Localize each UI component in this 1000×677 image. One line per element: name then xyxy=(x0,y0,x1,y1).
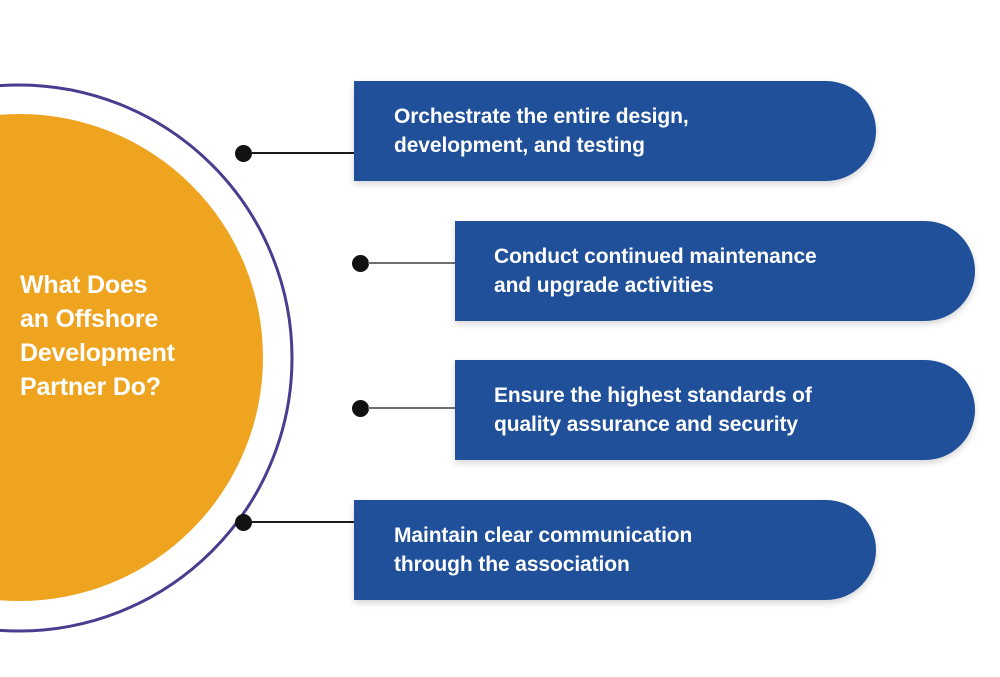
item-4-line-2: through the association xyxy=(394,553,630,576)
page-title-line-2: an Offshore xyxy=(20,305,159,333)
connector-dot-icon-1 xyxy=(235,144,252,162)
item-card-text-2: Conduct continued maintenance and upgrad… xyxy=(455,242,817,300)
connector-stroke-3 xyxy=(368,407,458,409)
item-card-maintenance[interactable]: Conduct continued maintenance and upgrad… xyxy=(455,221,975,321)
item-card-text-4: Maintain clear communication through the… xyxy=(354,521,692,579)
connector-stroke-2 xyxy=(368,262,458,264)
connector-line-1 xyxy=(235,144,357,162)
item-2-line-2: and upgrade activities xyxy=(494,274,714,297)
item-card-orchestrate[interactable]: Orchestrate the entire design, developme… xyxy=(354,81,876,181)
page-title: What Does an Offshore Development Partne… xyxy=(20,268,260,404)
item-3-line-2: quality assurance and security xyxy=(494,413,798,436)
connector-dot-icon-4 xyxy=(235,513,252,531)
page-title-line-3: Development xyxy=(20,339,175,367)
item-card-quality[interactable]: Ensure the highest standards of quality … xyxy=(455,360,975,460)
connector-stroke-4 xyxy=(251,521,357,523)
connector-line-4 xyxy=(235,513,357,531)
connector-dot-icon-2 xyxy=(352,254,369,272)
connector-stroke-1 xyxy=(251,152,357,154)
item-card-text-1: Orchestrate the entire design, developme… xyxy=(354,102,689,160)
item-4-line-1: Maintain clear communication xyxy=(394,524,693,547)
connector-line-3 xyxy=(352,399,458,417)
item-3-line-1: Ensure the highest standards of xyxy=(494,384,812,407)
item-1-line-2: development, and testing xyxy=(394,134,645,157)
item-2-line-1: Conduct continued maintenance xyxy=(494,245,817,268)
page-title-line-4: Partner Do? xyxy=(20,373,161,401)
page-title-line-1: What Does xyxy=(20,271,148,299)
item-card-communication[interactable]: Maintain clear communication through the… xyxy=(354,500,876,600)
item-1-line-1: Orchestrate the entire design, xyxy=(394,105,689,128)
connector-line-2 xyxy=(352,254,458,272)
item-card-text-3: Ensure the highest standards of quality … xyxy=(455,381,812,439)
connector-dot-icon-3 xyxy=(352,399,369,417)
